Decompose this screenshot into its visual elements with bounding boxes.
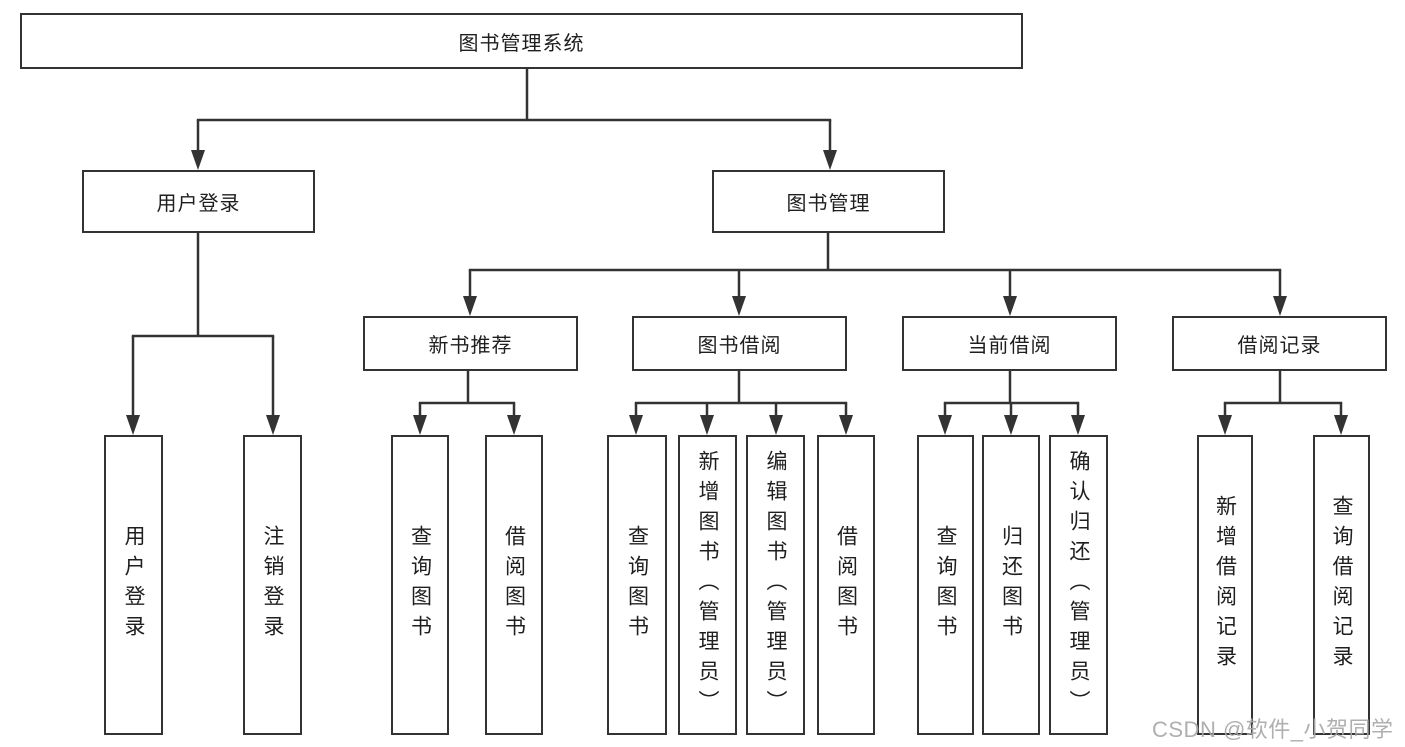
leaf-borrow-books-borrow-label: 借阅图书 [834,525,858,645]
node-new-book-recommend-label: 新书推荐 [428,335,513,357]
node-book-management-label: 图书管理 [786,193,871,215]
leaf-return-books: 归还图书 [982,435,1040,735]
node-new-book-recommend: 新书推荐 [363,316,578,371]
leaf-add-book-admin: 新增图书（管理员） [678,435,737,735]
leaf-add-borrow-record-label: 新增借阅记录 [1213,495,1237,675]
leaf-return-books-label: 归还图书 [999,525,1023,645]
node-library-management-system-label: 图书管理系统 [458,32,585,55]
leaf-confirm-return-admin-label: 确认归还（管理员） [1067,450,1090,720]
node-book-borrowing-label: 图书借阅 [697,335,782,357]
node-current-borrowing-label: 当前借阅 [967,335,1052,357]
node-current-borrowing: 当前借阅 [902,316,1117,371]
leaf-borrow-books-borrow: 借阅图书 [817,435,875,735]
leaf-query-books-current: 查询图书 [917,435,974,735]
leaf-query-books-borrow: 查询图书 [607,435,667,735]
leaf-edit-book-admin: 编辑图书（管理员） [746,435,805,735]
leaf-add-book-admin-label: 新增图书（管理员） [696,450,719,720]
node-user-login: 用户登录 [82,170,315,233]
node-borrowing-records: 借阅记录 [1172,316,1387,371]
leaf-query-books-current-label: 查询图书 [934,525,957,645]
leaf-query-books-newbook-label: 查询图书 [408,525,432,645]
node-book-management: 图书管理 [712,170,945,233]
leaf-logout-login-label: 注销登录 [261,525,284,645]
node-book-borrowing: 图书借阅 [632,316,847,371]
node-borrowing-records-label: 借阅记录 [1237,335,1322,357]
csdn-watermark: CSDN @软件_小贺同学 [1152,717,1394,742]
leaf-logout-login: 注销登录 [243,435,302,735]
leaf-borrow-books-newbook-label: 借阅图书 [502,525,526,645]
leaf-user-login-label: 用户登录 [122,525,145,645]
leaf-user-login: 用户登录 [104,435,163,735]
leaf-query-borrow-record: 查询借阅记录 [1313,435,1370,735]
leaf-query-borrow-record-label: 查询借阅记录 [1330,495,1353,675]
node-library-management-system: 图书管理系统 [20,13,1023,69]
node-user-login-label: 用户登录 [156,193,241,215]
leaf-edit-book-admin-label: 编辑图书（管理员） [764,450,787,720]
leaf-query-books-newbook: 查询图书 [391,435,449,735]
leaf-confirm-return-admin: 确认归还（管理员） [1049,435,1108,735]
leaf-query-books-borrow-label: 查询图书 [625,525,649,645]
leaf-borrow-books-newbook: 借阅图书 [485,435,543,735]
leaf-add-borrow-record: 新增借阅记录 [1197,435,1253,735]
